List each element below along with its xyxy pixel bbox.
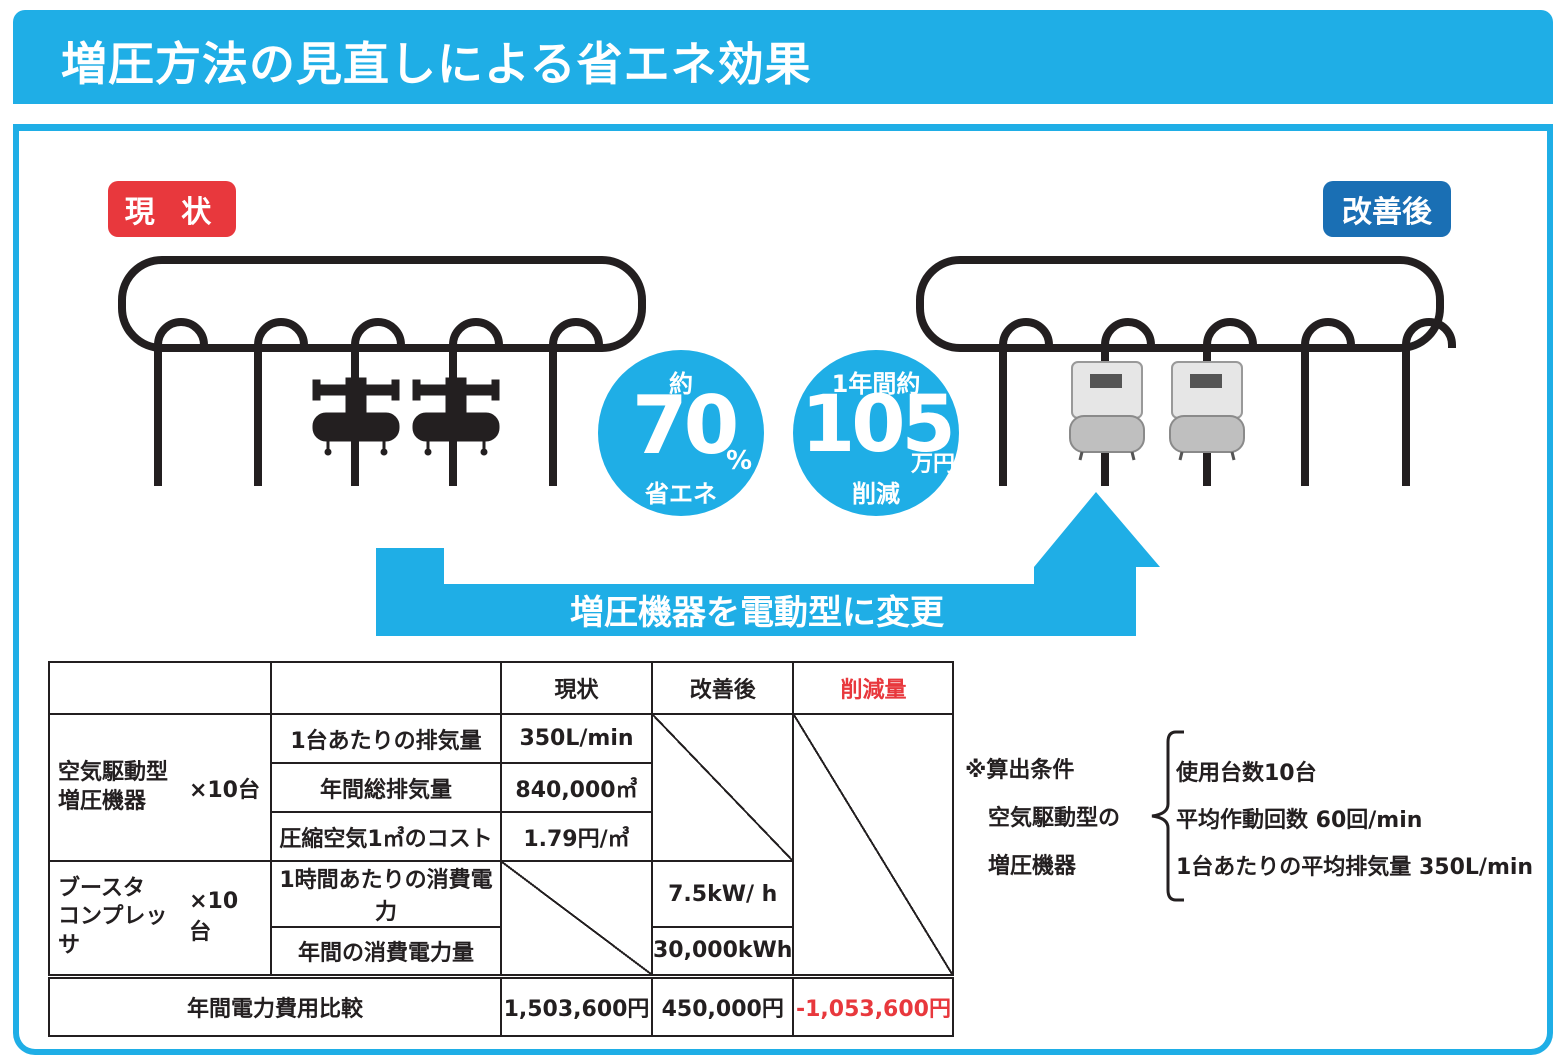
table-row: 空気駆動型 増圧機器 ×10台 1台あたりの排気量 350L/min [48,713,955,977]
notes-item: 1台あたりの平均排気量 350L/min [1176,855,1534,880]
air-driven-booster-icon [412,377,500,456]
notes-subject: 増圧機器 [988,854,1077,879]
group-name: ブースタ コンプレッサ [58,875,168,959]
improved-branch-pipe [1101,318,1155,486]
circle-value: 70 [632,379,739,472]
improved-branch-pipe [1203,318,1257,486]
header-improved: 改善後 [650,661,795,715]
group-count: ×10台 [188,777,260,803]
change-arrow-icon [376,492,1160,636]
empty-diagonal-cell [792,713,955,977]
empty-diagonal-cell [500,860,653,977]
header-bar: 増圧方法の見直しによる省エネ効果 [13,10,1553,104]
group-name: 空気駆動型 増圧機器 [58,759,169,814]
row-label: 1台あたりの排気量 [270,713,502,764]
current-main-pipe [118,256,646,352]
air-driven-booster-icon [312,377,400,456]
current-branch-pipe [351,318,405,486]
comparison-table: 現状 改善後 削減量 空気駆動型 増圧機器 ×10台 1台あたりの排気量 350… [48,661,955,1037]
group-count: ×10台 [189,889,239,946]
table-row: 年間の消費電力量 30,000kWh [49,926,953,977]
circle-prefix: 1年間約 [831,370,921,398]
group-booster: ブースタ コンプレッサ ×10台 [48,860,272,977]
header-current: 現状 [500,661,653,715]
arrow-label: 増圧機器を電動型に変更 [570,593,944,633]
total-current: 1,503,600円 [500,973,653,1037]
row-label: 1時間あたりの消費電力 [270,860,502,928]
total-label: 年間電力費用比較 [48,973,502,1037]
table-header-row: 現状 改善後 削減量 [48,661,955,715]
page-title: 増圧方法の見直しによる省エネ効果 [61,37,812,91]
notes-title: ※算出条件 [965,758,1075,783]
row-value: 350L/min [500,713,653,764]
energy-saving-circle: 約 70 % 省エネ [598,350,764,516]
improved-main-pipe [916,256,1444,352]
notes-subject: 空気駆動型の [988,806,1121,831]
electric-booster-icon [1069,361,1145,461]
circle-prefix: 約 [669,370,693,398]
circle-unit: % [726,446,753,476]
improved-branch-pipe [1301,318,1355,486]
table-row: ブースタ コンプレッサ ×10台 1時間あたりの消費電力 7.5kW/ h [48,860,953,977]
content-frame [13,124,1553,1055]
circle-caption: 削減 [852,480,900,508]
row-value: 1.79円/㎥ [500,811,653,862]
circle-value: 105 [801,380,956,470]
total-improved: 450,000円 [650,973,795,1037]
improved-branch-pipe [1402,318,1456,486]
current-branch-pipe [549,318,603,486]
current-branch-pipe [449,318,503,486]
circle-unit: 万円 [911,452,956,477]
improved-state-badge: 改善後 [1323,181,1451,237]
current-branch-pipe [154,318,208,486]
current-branch-pipe [254,318,308,486]
row-label: 年間の消費電力量 [270,926,502,977]
row-value: 7.5kW/ h [650,860,795,928]
brace-icon [1151,730,1184,902]
empty-diagonal-cell [650,713,795,862]
total-row: 年間電力費用比較 1,503,600円 450,000円 -1,053,600円 [48,973,955,1037]
header-reduction: 削減量 [792,661,955,715]
table-row: 圧縮空気1㎥のコスト 1.79円/㎥ [49,811,953,862]
notes-item: 使用台数10台 [1176,761,1317,786]
row-label: 圧縮空気1㎥のコスト [270,811,502,862]
total-reduction: -1,053,600円 [792,973,955,1037]
row-value: 840,000㎥ [500,762,653,813]
notes-item: 平均作動回数 60回/min [1176,808,1423,833]
table-row: 年間総排気量 840,000㎥ [49,762,953,813]
current-state-badge: 現 状 [108,181,236,237]
cost-reduction-circle: 1年間約 105 万円 削減 [793,350,959,516]
group-air-driven: 空気駆動型 増圧機器 ×10台 [48,713,272,862]
circle-caption: 省エネ [645,480,717,508]
improved-branch-pipe [999,318,1053,486]
electric-booster-icon [1169,361,1245,461]
row-value: 30,000kWh [650,926,795,977]
row-label: 年間総排気量 [270,762,502,813]
